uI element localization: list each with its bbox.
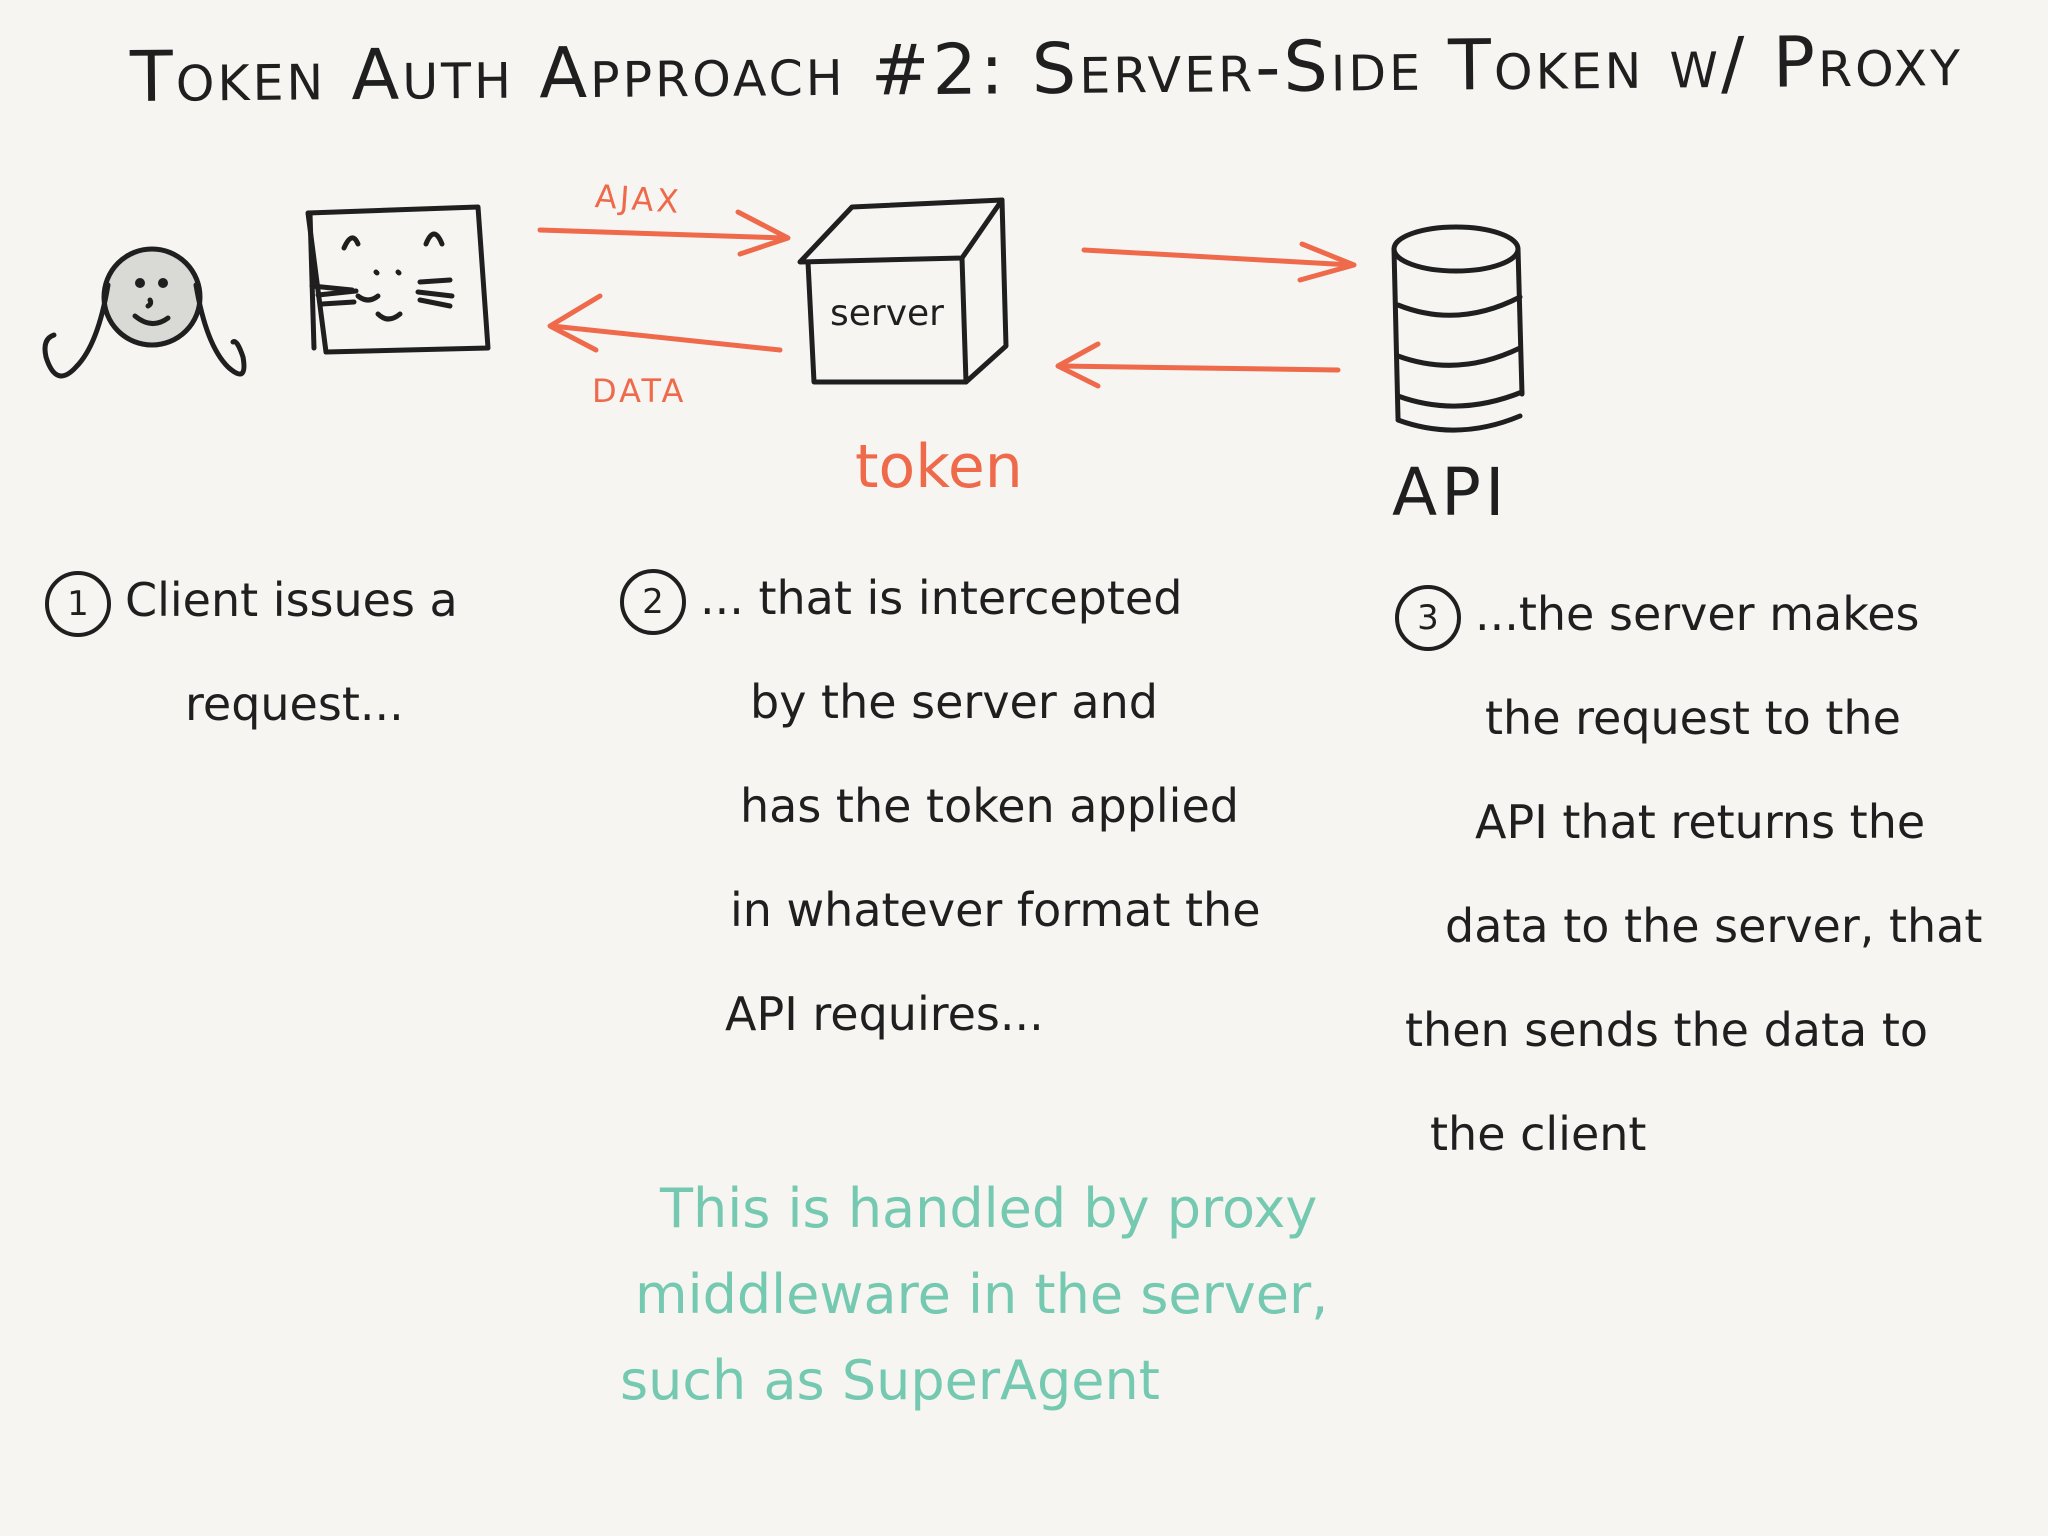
ajax-label: AJAX <box>593 177 683 221</box>
data-label: DATA <box>592 372 687 410</box>
step-1: 1 Client issues a request... <box>45 548 458 756</box>
step-2: 2 ... that is intercepted by the server a… <box>620 546 1261 1066</box>
step-line: ... that is intercepted <box>700 571 1183 625</box>
server-to-api-arrow <box>1081 241 1357 283</box>
step-line: in whatever format the <box>730 883 1261 937</box>
step-line: API requires... <box>725 987 1044 1041</box>
database-icon <box>1391 224 1525 433</box>
proxy-note: This is handled by proxy middleware in t… <box>620 1166 1328 1424</box>
step-line: data to the server, that <box>1445 899 1983 953</box>
step-line: API that returns the <box>1475 795 1926 849</box>
data-arrow <box>547 293 783 353</box>
token-label: token <box>855 432 1023 502</box>
step-line: has the token applied <box>740 779 1239 833</box>
step-line: Client issues a <box>125 573 458 627</box>
step-number-badge: 2 <box>620 568 686 635</box>
note-line: This is handled by proxy <box>660 1177 1318 1240</box>
step-number-badge: 3 <box>1395 584 1461 651</box>
page-title: Token Auth Approach #2: Server-Side Toke… <box>129 20 1964 118</box>
note-line: such as SuperAgent <box>620 1349 1160 1412</box>
step-number-badge: 1 <box>45 570 111 637</box>
browser-window-icon <box>305 204 491 355</box>
user-icon <box>42 246 247 379</box>
step-3: 3...the server makes the request to the … <box>1395 562 1982 1186</box>
step-line: the client <box>1430 1107 1647 1161</box>
server-label: server <box>830 293 944 334</box>
step-line: ...the server makes <box>1475 587 1920 641</box>
step-line: request... <box>185 677 404 731</box>
step-line: then sends the data to <box>1405 1003 1929 1057</box>
api-to-server-arrow <box>1055 341 1341 389</box>
note-line: middleware in the server, <box>635 1263 1329 1326</box>
server-icon <box>797 197 1009 385</box>
step-line: by the server and <box>750 675 1158 729</box>
ajax-arrow <box>537 209 791 257</box>
api-label: API <box>1392 454 1509 531</box>
step-line: the request to the <box>1485 691 1901 745</box>
